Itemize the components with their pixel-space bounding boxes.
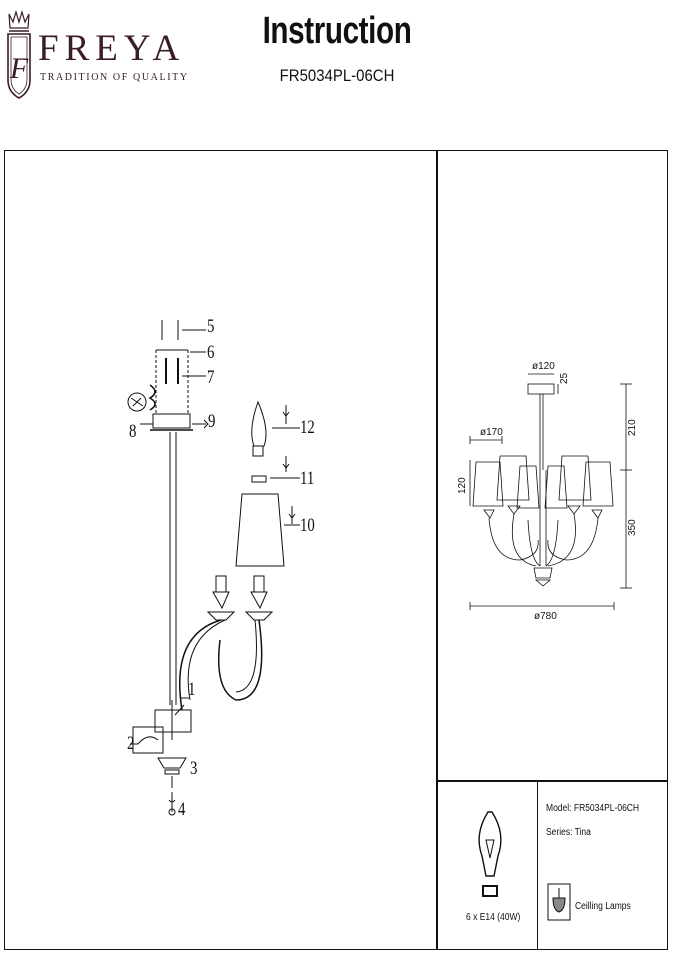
part-label-2: 2 bbox=[127, 733, 135, 754]
model-label: Model: FR5034PL-06CH bbox=[546, 803, 640, 814]
part-label-9: 9 bbox=[208, 411, 216, 432]
part-label-8: 8 bbox=[129, 421, 137, 442]
bulb-spec: 6 x E14 (40W) bbox=[466, 912, 521, 923]
page-subtitle: FR5034PL-06CH bbox=[279, 66, 395, 85]
part-label-10: 10 bbox=[300, 515, 315, 536]
part-label-7: 7 bbox=[207, 367, 215, 388]
panel-divider-vertical bbox=[436, 150, 438, 950]
part-label-6: 6 bbox=[207, 342, 215, 363]
part-label-12: 12 bbox=[300, 417, 315, 438]
category-label: Ceilling Lamps bbox=[575, 901, 631, 912]
svg-text:F: F bbox=[9, 52, 29, 85]
info-divider bbox=[537, 780, 538, 950]
part-label-5: 5 bbox=[207, 316, 215, 337]
part-label-1: 1 bbox=[188, 679, 196, 700]
part-label-3: 3 bbox=[190, 758, 198, 779]
brand-name: FREYA bbox=[38, 28, 186, 69]
part-label-11: 11 bbox=[300, 468, 315, 489]
brand-tagline: TRADITION OF QUALITY bbox=[40, 72, 189, 83]
document-frame bbox=[4, 150, 668, 950]
page-title: Instruction bbox=[262, 10, 412, 52]
dim-shade-diameter: ø170 bbox=[480, 427, 503, 438]
series-label: Series: Tina bbox=[546, 827, 591, 838]
dim-canopy-diameter: ø120 bbox=[532, 361, 555, 372]
panel-divider-horizontal bbox=[436, 780, 668, 782]
freya-crest-logo: F bbox=[7, 9, 31, 99]
part-label-4: 4 bbox=[178, 799, 186, 820]
dim-overall-diameter: ø780 bbox=[534, 611, 557, 622]
